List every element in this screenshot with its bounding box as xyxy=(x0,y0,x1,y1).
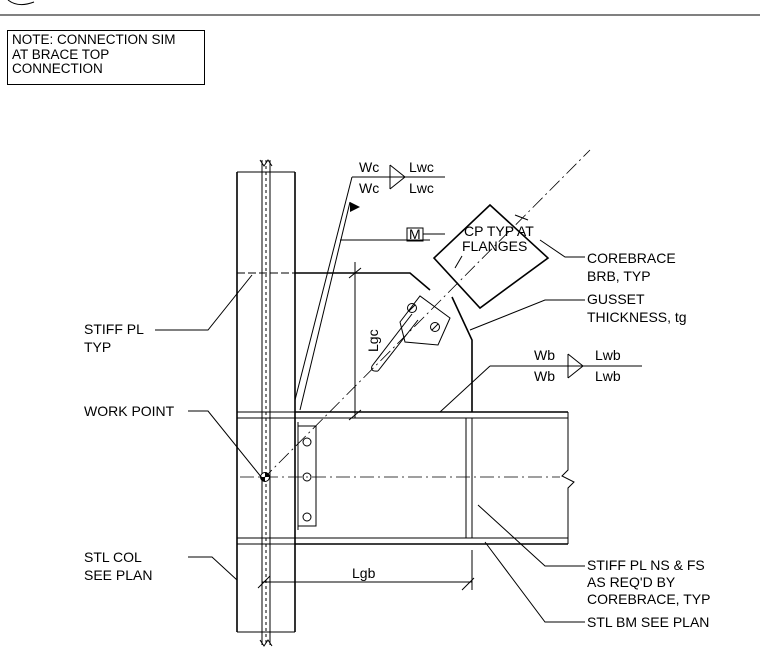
steel-beam xyxy=(295,411,575,545)
callout-gusset-line-2: THICKNESS, tg xyxy=(587,309,687,325)
callout-corebrace-line-1: COREBRACE xyxy=(587,250,676,266)
sheet-corner-arc xyxy=(7,0,35,6)
note-line-1: NOTE: CONNECTION SIM xyxy=(12,32,176,47)
callout-stiff-pl-line-1: STIFF PL xyxy=(84,321,144,337)
lgc-dimension-text: Lgc xyxy=(365,329,381,352)
beam-weld-length-bottom: Lwb xyxy=(595,368,621,384)
callout-stiff-pl-ns-fs-line-3: COREBRACE, TYP xyxy=(587,591,710,607)
callout-stl-col-line-1: STL COL xyxy=(84,549,142,565)
column-weld-size-bottom: Wc xyxy=(359,180,379,196)
callout-corebrace-line-2: BRB, TYP xyxy=(587,268,651,284)
corebrace-brb xyxy=(371,203,550,372)
callout-stiff-pl-ns-fs-line-2: AS REQ'D BY xyxy=(587,574,676,590)
note-line-3: CONNECTION xyxy=(12,61,103,76)
column-weld-size-top: Wc xyxy=(359,159,379,175)
lgb-dimension-text: Lgb xyxy=(352,565,376,581)
column-weld-length-top: Lwc xyxy=(409,159,434,175)
beam-weld-symbol: Wb Lwb Wb Lwb xyxy=(439,347,642,413)
beam-weld-length-top: Lwb xyxy=(595,347,621,363)
lgb-dimension: Lgb xyxy=(257,550,475,591)
beam-weld-size-top: Wb xyxy=(534,347,555,363)
cp-note-leader xyxy=(454,255,463,269)
svg-text:M: M xyxy=(409,226,421,242)
field-weld-flag xyxy=(299,201,360,411)
callout-stiff-pl-ns-fs-line-1: STIFF PL NS & FS xyxy=(587,557,705,573)
column-weld-length-bottom: Lwc xyxy=(409,180,434,196)
cp-note-line-2: FLANGES xyxy=(462,238,527,254)
callout-work-point: WORK POINT xyxy=(84,403,175,419)
beam-weld-size-bottom: Wb xyxy=(534,368,555,384)
callout-stiff-pl-line-2: TYP xyxy=(84,339,111,355)
column-weld-symbol: Wc Lwc Wc Lwc xyxy=(294,159,445,401)
callout-stl-col-line-2: SEE PLAN xyxy=(84,567,152,583)
callout-gusset-line-1: GUSSET xyxy=(587,291,645,307)
lgc-dimension: Lgc xyxy=(340,239,430,421)
marker-m: M xyxy=(406,226,445,242)
gusset-plate xyxy=(295,272,473,412)
callout-stl-bm: STL BM SEE PLAN xyxy=(587,614,709,630)
callout-leaders-left xyxy=(155,274,263,581)
steel-column xyxy=(236,159,296,647)
callout-leaders-right xyxy=(469,239,585,623)
brace-centerline xyxy=(261,149,591,481)
cp-note-line-1: CP TYP AT xyxy=(464,223,534,239)
connection-note-box: NOTE: CONNECTION SIM AT BRACE TOP CONNEC… xyxy=(7,30,205,85)
note-line-2: AT BRACE TOP xyxy=(12,46,110,62)
